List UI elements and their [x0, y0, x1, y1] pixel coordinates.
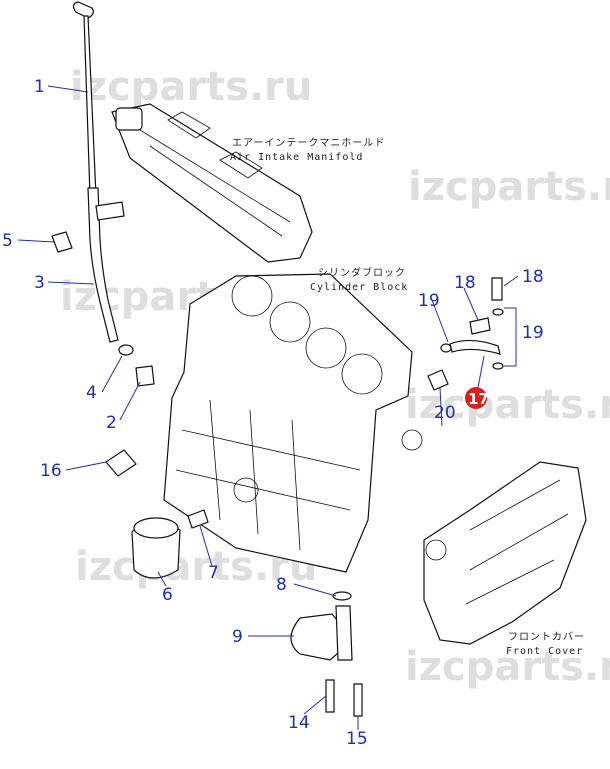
dipstick-assembly — [51, 1, 155, 387]
callout-18[interactable]: 18 — [454, 273, 476, 293]
callout-2[interactable]: 2 — [106, 413, 117, 433]
cylinder-bore — [341, 353, 383, 395]
connector-7 — [187, 509, 209, 529]
dipstick-handle — [72, 1, 94, 19]
bolt-15 — [353, 683, 363, 717]
leader-19-bracket — [504, 307, 517, 367]
label-front-cover-en: Front Cover — [506, 646, 583, 657]
callout-8[interactable]: 8 — [276, 575, 287, 595]
air-intake-manifold — [111, 103, 313, 263]
leader-6 — [157, 571, 167, 587]
label-cylinder-block-en: Cylinder Block — [310, 282, 408, 293]
watermark-text: izcparts.ru — [70, 64, 312, 110]
callout-15[interactable]: 15 — [346, 729, 368, 749]
o-ring-8 — [332, 591, 352, 601]
leader-lines — [17, 85, 519, 730]
assembly-labels: エアーインテークマニホールド Air Intake Manifold シリンダブ… — [230, 137, 585, 657]
leader-1 — [47, 85, 89, 93]
cylinder-bore — [231, 275, 273, 317]
watermarks: izcparts.ru izcparts.ru izcparts.ru izcp… — [60, 64, 610, 690]
bolt-18 — [491, 277, 503, 301]
leader-2 — [119, 381, 141, 421]
label-cylinder-block-jp: シリンダブロック — [318, 266, 406, 279]
cylinder-bore — [305, 327, 347, 369]
breather-pipe — [449, 339, 501, 355]
callout-19[interactable]: 19 — [418, 291, 440, 311]
oil-strainer-assembly — [290, 591, 363, 717]
callout-1[interactable]: 1 — [34, 77, 45, 97]
block-ribs — [175, 399, 361, 551]
callout-6[interactable]: 6 — [162, 585, 173, 605]
leader-19 — [431, 299, 449, 343]
block-body — [163, 273, 413, 573]
leader-5 — [17, 239, 55, 243]
callout-7[interactable]: 7 — [208, 563, 219, 583]
front-cover-port — [425, 539, 447, 561]
leader-16 — [65, 461, 107, 471]
callout-20[interactable]: 20 — [434, 403, 456, 423]
block-port — [401, 429, 423, 451]
oil-filter-assembly — [131, 509, 209, 579]
leader-20 — [439, 387, 443, 427]
filter-top — [133, 517, 179, 539]
leader-8 — [293, 583, 337, 597]
watermark-text: izcparts.ru — [405, 382, 610, 428]
front-cover-body — [423, 461, 587, 645]
callout-4[interactable]: 4 — [86, 383, 97, 403]
highlight-marker — [465, 387, 487, 409]
manifold-inlet — [115, 107, 143, 131]
callout-16[interactable]: 16 — [40, 461, 62, 481]
front-cover-ribs — [465, 479, 569, 605]
watermark-text: izcparts.ru — [408, 164, 610, 210]
callout-5[interactable]: 5 — [2, 231, 13, 251]
leader-7 — [199, 525, 213, 567]
label-front-cover-jp: フロントカバー — [508, 631, 585, 643]
bolt-5 — [51, 231, 73, 253]
front-cover — [423, 461, 587, 645]
cylinder-block — [163, 273, 423, 573]
callout-3[interactable]: 3 — [34, 273, 45, 293]
callout-9[interactable]: 9 — [232, 627, 243, 647]
bolt-14 — [325, 679, 335, 713]
leader-3 — [47, 281, 95, 285]
washer-19 — [440, 343, 452, 353]
manifold-detail — [139, 111, 291, 237]
guide-sleeve-2 — [135, 365, 155, 387]
leader-18 — [503, 275, 519, 287]
callout-17[interactable]: 17 — [468, 390, 489, 408]
strainer-pipe — [335, 605, 353, 661]
callout-19[interactable]: 19 — [522, 323, 544, 343]
label-air-intake-manifold-jp: エアーインテークマニホールド — [232, 137, 385, 149]
label-air-intake-manifold-en: Air Intake Manifold — [230, 152, 363, 163]
plug-20 — [427, 369, 449, 391]
o-ring-4 — [118, 344, 134, 356]
callouts: 1 2 3 4 5 6 7 8 9 14 15 16 17 18 18 19 1… — [2, 77, 544, 749]
washer-19 — [492, 308, 504, 316]
callout-18[interactable]: 18 — [522, 267, 544, 287]
cylinder-bore — [269, 301, 311, 343]
guide-bracket — [95, 201, 125, 221]
block-port — [233, 477, 259, 503]
breather-assembly — [427, 277, 504, 391]
leader-4 — [101, 355, 123, 393]
leader-14 — [303, 695, 327, 715]
leader-18 — [463, 287, 479, 321]
watermark-text: izcparts.ru — [405, 644, 610, 690]
guide-tube — [87, 187, 119, 343]
callout-14[interactable]: 14 — [288, 713, 310, 733]
oil-pressure-switch — [105, 449, 137, 477]
switch-body — [105, 449, 137, 477]
bolt-18 — [469, 317, 491, 335]
washer-19 — [492, 362, 504, 370]
